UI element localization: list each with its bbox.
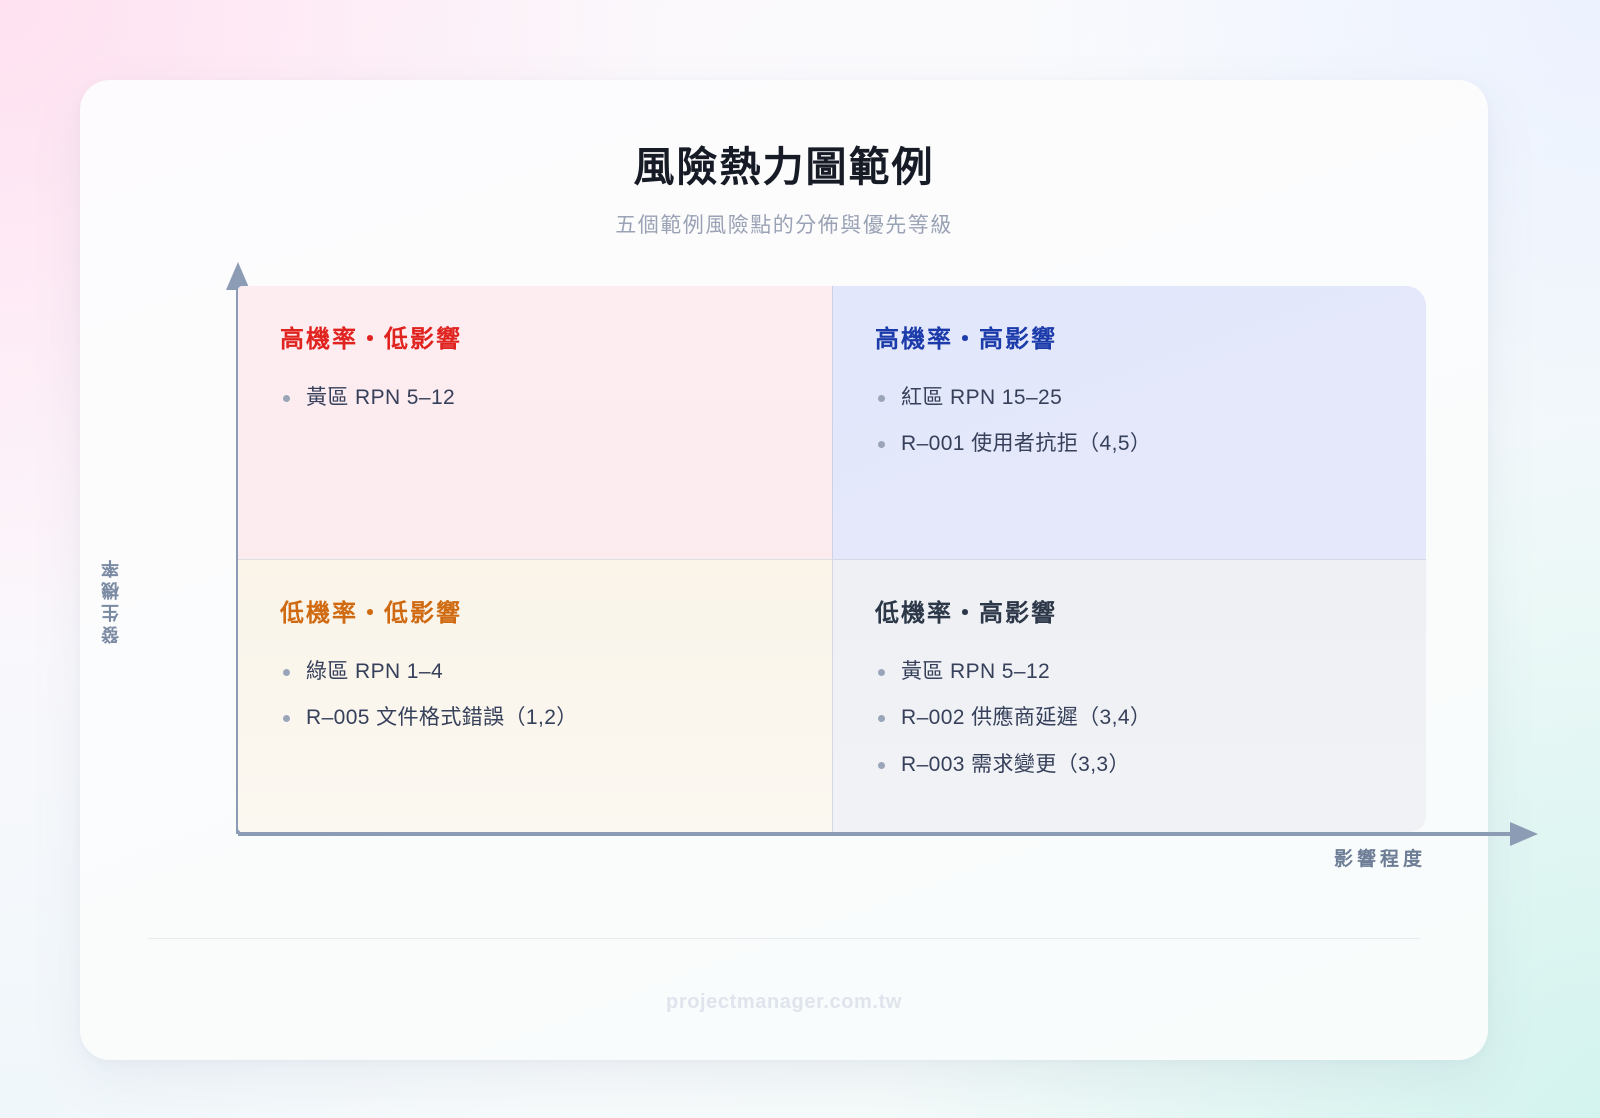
list-item: R–005 文件格式錯誤（1,2）	[280, 703, 790, 732]
quadrant-title: 低機率・低影響	[280, 600, 462, 627]
quadrant-item-list: 黃區 RPN 5–12 R–002 供應商延遲（3,4） R–003 需求變更（…	[875, 657, 1384, 779]
quadrant-item-list: 黃區 RPN 5–12	[280, 383, 790, 412]
page-subtitle: 五個範例風險點的分佈與優先等級	[615, 214, 953, 238]
risk-heatmap-card: 風險熱力圖範例 五個範例風險點的分佈與優先等級 發生機率 高機率・低影響 黃區 …	[80, 80, 1538, 1060]
quadrant-title: 高機率・低影響	[280, 326, 462, 353]
card-header: 風險熱力圖範例 五個範例風險點的分佈與優先等級	[80, 80, 1488, 239]
quadrant-high-prob-high-impact[interactable]: 高機率・高影響 紅區 RPN 15–25 R–001 使用者抗拒（4,5）	[832, 286, 1426, 559]
y-axis-label: 發生機率	[101, 556, 121, 644]
list-item: R–003 需求變更（3,3）	[875, 750, 1384, 779]
quadrant-item-list: 紅區 RPN 15–25 R–001 使用者抗拒（4,5）	[875, 383, 1384, 459]
list-item: 黃區 RPN 5–12	[280, 383, 790, 412]
list-item: 黃區 RPN 5–12	[875, 657, 1384, 686]
x-axis-label: 影響程度	[1333, 849, 1426, 870]
quadrant-title: 低機率・高影響	[875, 600, 1057, 627]
quadrant-low-prob-high-impact[interactable]: 低機率・高影響 黃區 RPN 5–12 R–002 供應商延遲（3,4） R–0…	[832, 559, 1426, 832]
quadrant-item-list: 綠區 RPN 1–4 R–005 文件格式錯誤（1,2）	[280, 657, 790, 733]
quadrant-grid: 高機率・低影響 黃區 RPN 5–12 高機率・高影響 紅區 RPN 15–25…	[238, 286, 1426, 832]
quadrant-title: 高機率・高影響	[875, 326, 1057, 353]
quadrant-low-prob-low-impact[interactable]: 低機率・低影響 綠區 RPN 1–4 R–005 文件格式錯誤（1,2）	[238, 559, 832, 832]
quadrant-high-prob-low-impact[interactable]: 高機率・低影響 黃區 RPN 5–12	[238, 286, 832, 559]
risk-matrix-chart: 發生機率 高機率・低影響 黃區 RPN 5–12 高機率・高影響 紅區 RPN …	[80, 256, 1538, 896]
page-title: 風險熱力圖範例	[633, 144, 935, 190]
list-item: R–002 供應商延遲（3,4）	[875, 703, 1384, 732]
footer-divider	[148, 938, 1420, 939]
card-footer: projectmanager.com.tw	[148, 938, 1420, 1014]
footer-site-label: projectmanager.com.tw	[666, 991, 902, 1013]
list-item: 紅區 RPN 15–25	[875, 383, 1384, 412]
list-item: 綠區 RPN 1–4	[280, 657, 790, 686]
list-item: R–001 使用者抗拒（4,5）	[875, 429, 1384, 458]
